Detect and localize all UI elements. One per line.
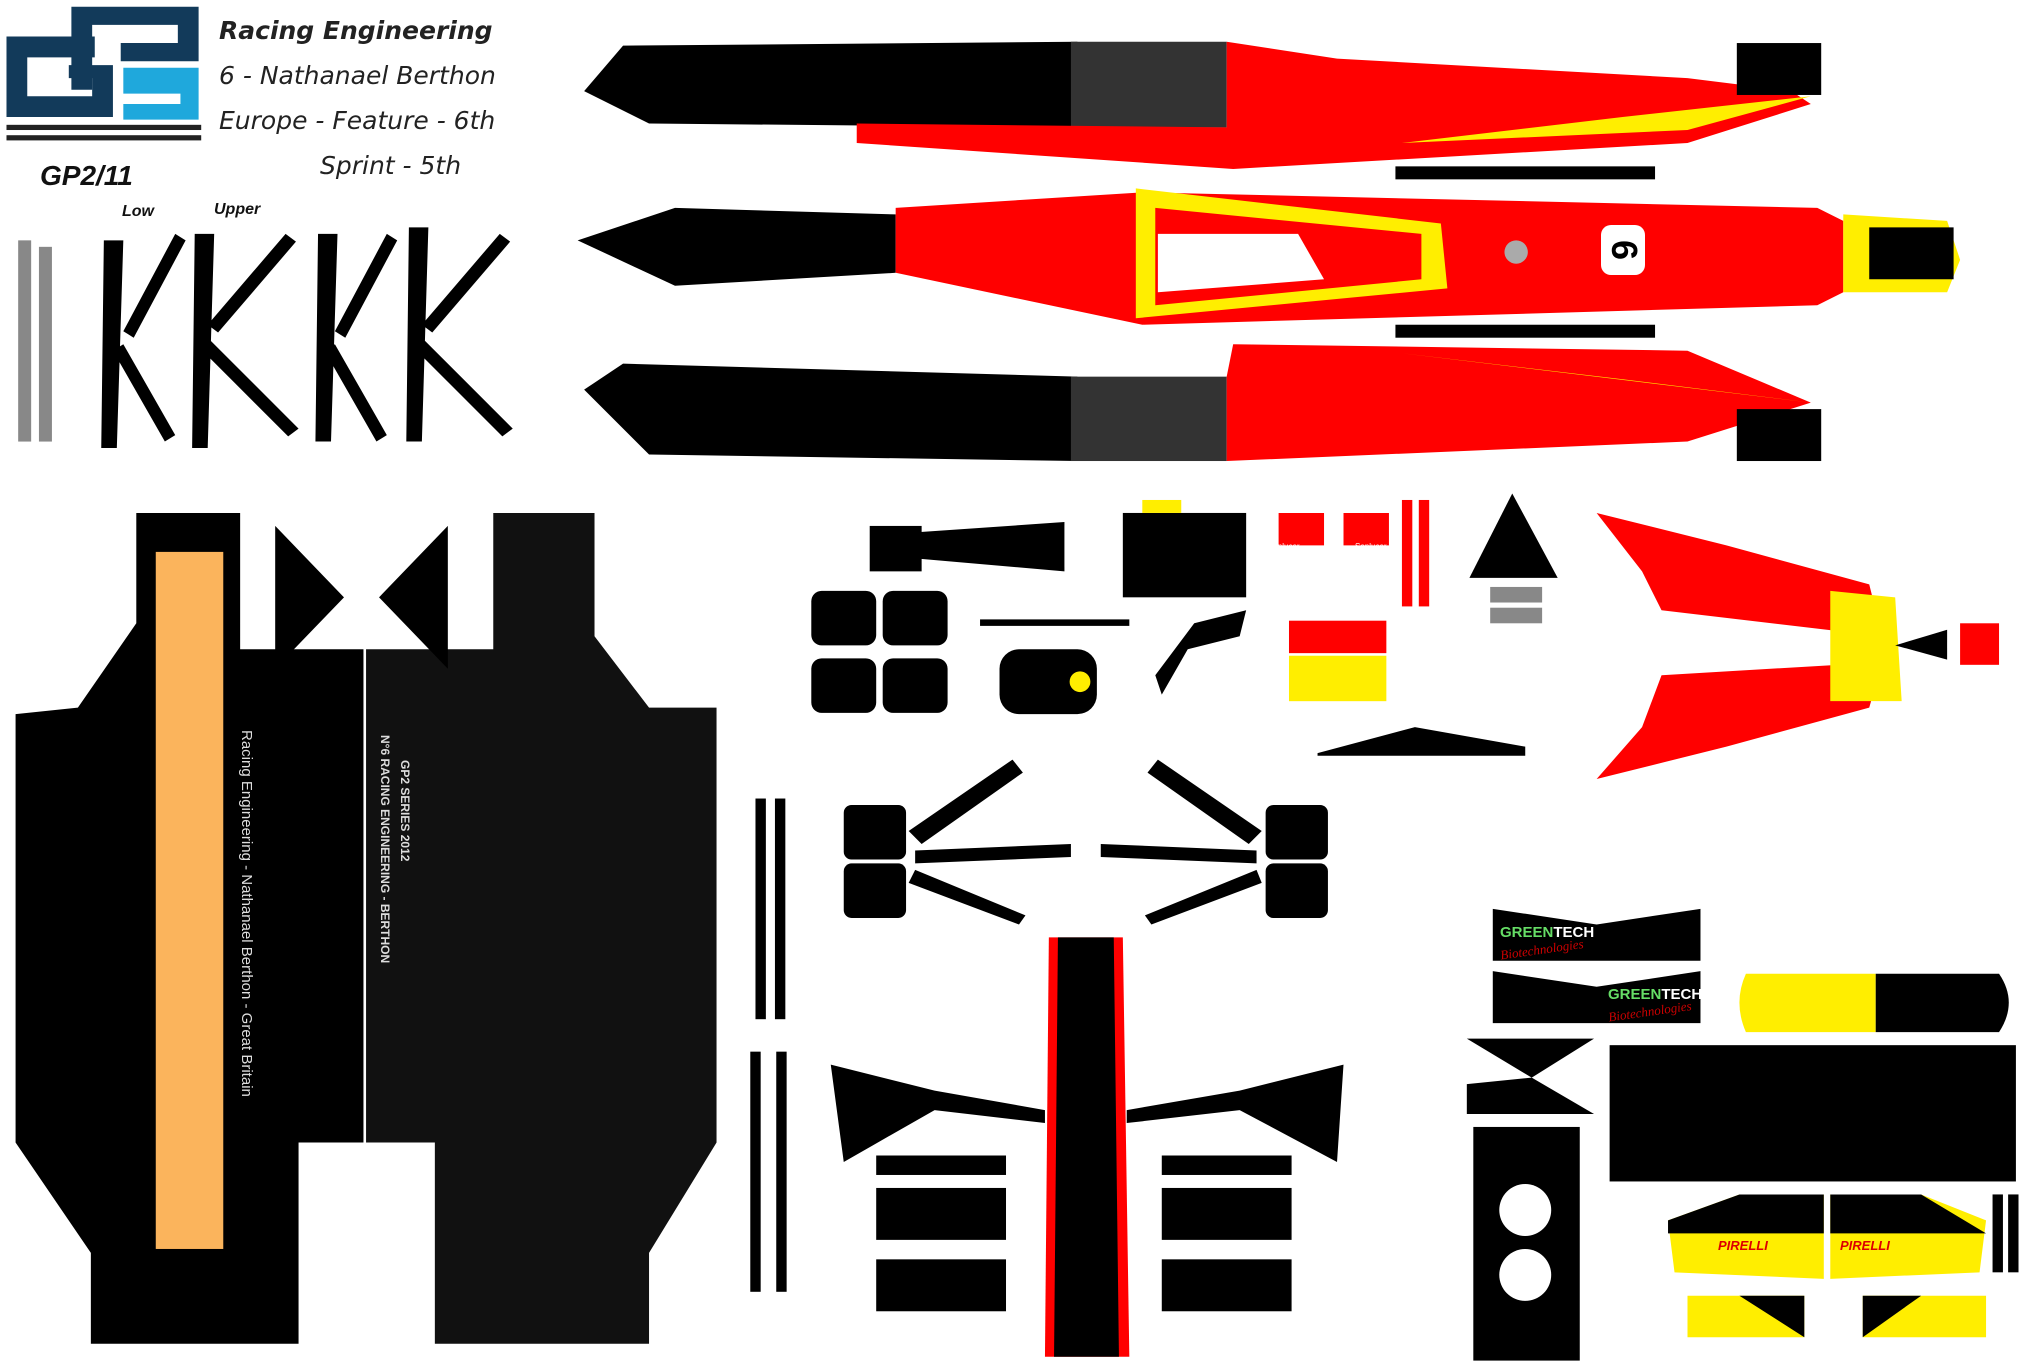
driver-tag: Berthon: [1150, 328, 1182, 338]
sponsor-parts: [1466, 908, 2019, 1361]
floor-entry-text: N°6 RACING ENGINEERING - BERTHON: [378, 735, 392, 964]
suspension-arms: [18, 227, 513, 449]
floor-side-text: Racing Engineering - Nathanael Berthon -…: [238, 730, 255, 1097]
sparco-logo: sparco: [1835, 725, 1860, 734]
wishbones: [750, 759, 1328, 1292]
sanlucar-logo-1: Sanlucar: [1268, 542, 1300, 551]
pirelli-logo-1: PIRELLI: [1718, 1238, 1768, 1253]
sidepod-upper: [584, 41, 1822, 169]
feature-result: Europe - Feature - 6th: [219, 106, 496, 135]
car-number: 6: [1601, 225, 1645, 275]
model-label: GP2/11: [40, 160, 133, 191]
sanlucar-logo-2: Sanlucar: [1355, 542, 1387, 551]
driver-name: 6 - Nathanael Berthon: [219, 61, 496, 90]
gp2-logo: [6, 6, 202, 141]
small-parts: [811, 493, 1558, 756]
rear-center: [830, 937, 1344, 1357]
sprint-result: Sprint - 5th: [320, 151, 462, 180]
team-name: Racing Engineering: [219, 16, 493, 45]
main-body: [577, 188, 1961, 325]
front-wing: [1596, 512, 2000, 780]
floor-series-text: GP2 SERIES 2012: [398, 760, 412, 862]
floor: [15, 512, 717, 1344]
low-label: Low: [122, 203, 154, 220]
upper-label: Upper: [214, 201, 261, 218]
pirelli-logo-2: PIRELLI: [1840, 1238, 1890, 1253]
sidepod-lower: [584, 344, 1822, 462]
